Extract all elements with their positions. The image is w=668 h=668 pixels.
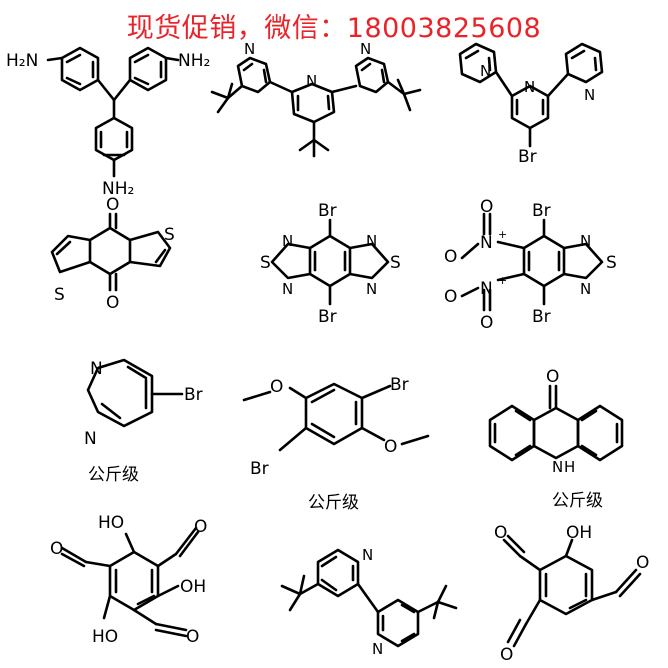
molecule-tris-aminophenyl-methane: H₂N NH₂ NH₂ xyxy=(6,46,210,199)
pyridine-nitrogen-label: N xyxy=(306,72,317,90)
aldehyde-oxygen-label: O xyxy=(50,539,63,559)
amine-nitrogen-label: N xyxy=(552,458,563,476)
nitrogen-label: N xyxy=(282,280,293,298)
amine-label: NH₂ xyxy=(102,179,134,199)
nitro-oxygen-label: O xyxy=(480,197,493,217)
nitro-oxygen-label: O xyxy=(444,287,457,307)
oxygen-label: O xyxy=(106,293,119,313)
hydroxyl-label: HO xyxy=(98,513,124,533)
nitrogen-label: N xyxy=(580,232,591,250)
carbonyl-oxygen-label: O xyxy=(546,367,559,387)
promo-banner: 现货促销，微信：18003825608 xyxy=(126,13,542,44)
molecule-bromopyrimidine: N N Br 公斤级 xyxy=(84,358,203,485)
pyrimidine-nitrogen-label: N xyxy=(90,359,103,379)
nitro-oxygen-label: O xyxy=(480,313,493,333)
pyridine-nitrogen-label: N xyxy=(244,40,255,58)
pyridine-nitrogen-label: N xyxy=(362,546,373,564)
nitro-nitrogen-label: N xyxy=(480,279,493,299)
methoxy-oxygen-label: O xyxy=(270,377,283,397)
amine-hydrogen-label: H xyxy=(564,458,575,476)
sulfur-label: S xyxy=(54,285,65,305)
nitro-charge-label: + xyxy=(498,228,507,241)
molecule-dibromo-dimethoxybenzene: O O Br Br 公斤级 xyxy=(242,375,430,513)
bromine-label: Br xyxy=(532,307,551,327)
aldehyde-oxygen-label: O xyxy=(500,645,513,665)
pyridine-nitrogen-label: N xyxy=(584,86,595,104)
molecule-tBu-bipyridine: N N xyxy=(280,546,458,658)
nitrogen-label: N xyxy=(282,232,293,250)
molecule-benzodithiophene-dione: O O S S xyxy=(50,195,175,313)
nitro-oxygen-label: O xyxy=(444,247,457,267)
amine-label: NH₂ xyxy=(178,51,210,71)
sulfur-label: S xyxy=(390,253,401,273)
molecule-acridone: O N H 公斤级 xyxy=(488,367,624,511)
sulfur-label: S xyxy=(260,253,271,273)
molecule-dibromo-benzobisthiadiazole: Br Br S S N N N N xyxy=(260,201,401,327)
molecule-hydroxy-isophthalaldehyde: OH O O O xyxy=(494,523,649,665)
bromine-label: Br xyxy=(518,147,537,167)
aldehyde-oxygen-label: O xyxy=(636,553,649,573)
sulfur-label: S xyxy=(606,253,617,273)
bromine-label: Br xyxy=(250,459,269,479)
pyridine-nitrogen-label: N xyxy=(372,640,383,658)
oxygen-label: O xyxy=(106,195,119,215)
nitrogen-label: N xyxy=(366,232,377,250)
aldehyde-oxygen-label: O xyxy=(194,517,207,537)
pyridine-nitrogen-label: N xyxy=(360,40,371,58)
hydroxyl-label: OH xyxy=(566,523,592,543)
caption-kilogram-scale: 公斤级 xyxy=(308,493,359,513)
aldehyde-oxygen-label: O xyxy=(186,627,199,647)
bromine-label: Br xyxy=(390,375,409,395)
hydroxyl-label: OH xyxy=(180,577,206,597)
bromine-label: Br xyxy=(318,201,337,221)
pyrimidine-nitrogen-label: N xyxy=(84,429,97,449)
amine-label: H₂N xyxy=(6,51,38,71)
nitro-nitrogen-label: N xyxy=(480,233,493,253)
molecule-triformylphloroglucinol: HO OH HO O O O xyxy=(50,513,207,647)
pyridine-nitrogen-label: N xyxy=(524,78,535,96)
caption-kilogram-scale: 公斤级 xyxy=(552,491,603,511)
sulfur-label: S xyxy=(164,225,175,245)
aldehyde-oxygen-label: O xyxy=(494,523,507,543)
pyridine-nitrogen-label: N xyxy=(480,62,491,80)
nitrogen-label: N xyxy=(580,280,591,298)
bromine-label: Br xyxy=(318,307,337,327)
hydroxyl-label: HO xyxy=(92,627,118,647)
methoxy-oxygen-label: O xyxy=(384,437,397,457)
nitrogen-label: N xyxy=(366,280,377,298)
bromine-label: Br xyxy=(532,201,551,221)
molecule-tBu-terpyridine: N N N xyxy=(210,40,422,158)
molecule-bromo-terpyridine: N N N Br xyxy=(458,42,604,167)
caption-kilogram-scale: 公斤级 xyxy=(88,465,139,485)
nitro-charge-label: + xyxy=(498,274,507,287)
bromine-label: Br xyxy=(184,385,203,405)
molecule-dibromo-dinitro-benzothiadiazole: Br Br S N N N N + + O O O O xyxy=(444,197,617,333)
